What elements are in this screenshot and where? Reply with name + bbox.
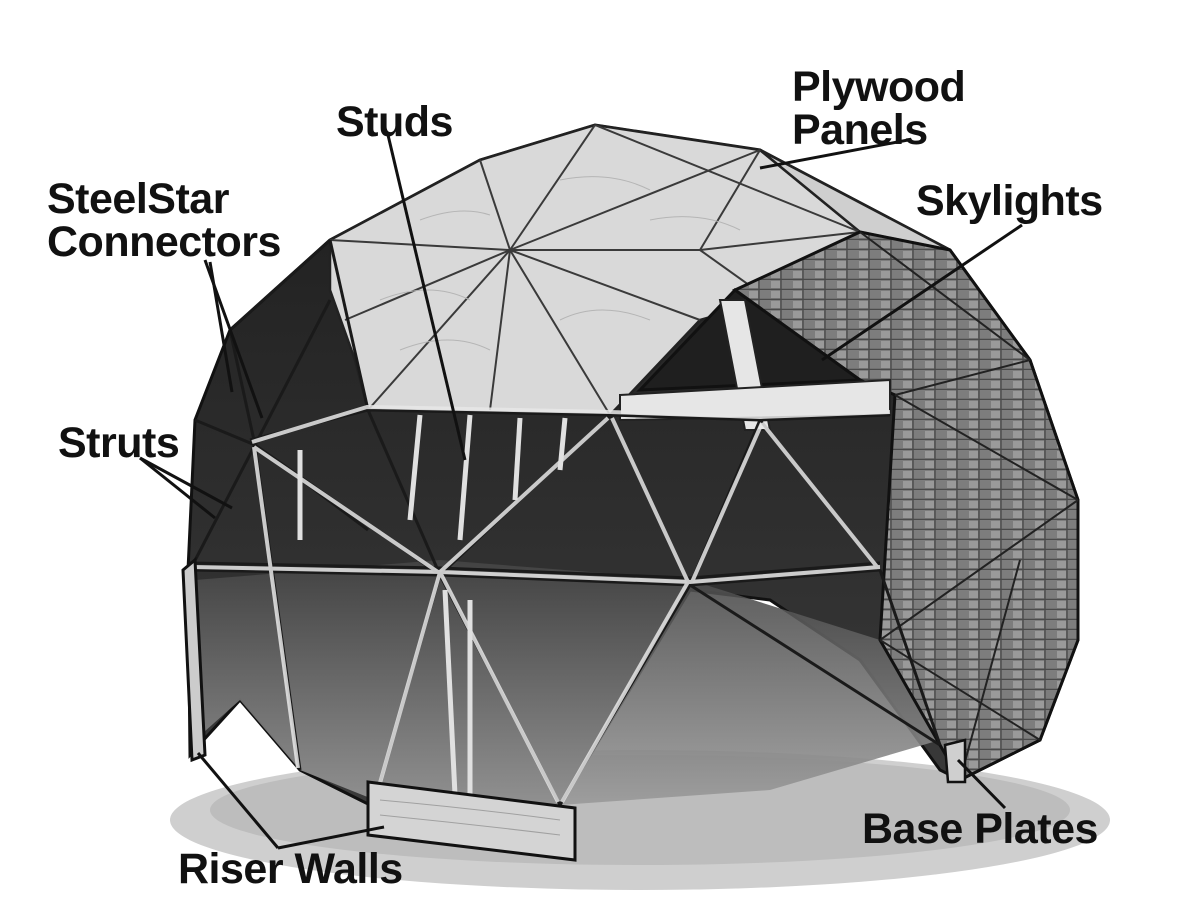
label-steelstar-line1: SteelStar	[47, 175, 229, 223]
leader-studs	[386, 134, 467, 461]
leader-plywood	[759, 138, 909, 170]
strut-frame-highlight	[191, 404, 891, 803]
base-plates	[943, 738, 967, 784]
leader-baseplates	[956, 758, 1007, 810]
leader-skylights	[821, 223, 1023, 362]
label-struts: Struts	[58, 419, 180, 467]
studs	[297, 414, 568, 796]
label-base-plates: Base Plates	[862, 805, 1098, 853]
label-plywood-line1: Plywood	[792, 63, 966, 111]
label-plywood-line2: Panels	[792, 106, 928, 154]
leader-lines	[139, 134, 1023, 850]
leader-struts-1	[139, 456, 233, 510]
label-skylights: Skylights	[916, 177, 1103, 225]
leader-riser-2	[277, 825, 385, 850]
riser-walls	[181, 556, 577, 862]
label-plywood-panels: Plywood Panels	[792, 63, 966, 154]
label-steelstar-connectors: SteelStar Connectors	[47, 178, 281, 264]
label-studs: Studs	[336, 98, 453, 146]
plywood-panels	[328, 123, 951, 417]
leader-riser-1	[196, 752, 280, 849]
leader-struts-2	[139, 456, 216, 520]
floor	[195, 560, 940, 805]
shingled-siding	[732, 230, 1080, 782]
skylight-frame	[619, 288, 891, 431]
label-steelstar-line2: Connectors	[47, 218, 281, 266]
label-riser-walls: Riser Walls	[178, 845, 403, 893]
leader-connectors-2	[208, 261, 234, 393]
